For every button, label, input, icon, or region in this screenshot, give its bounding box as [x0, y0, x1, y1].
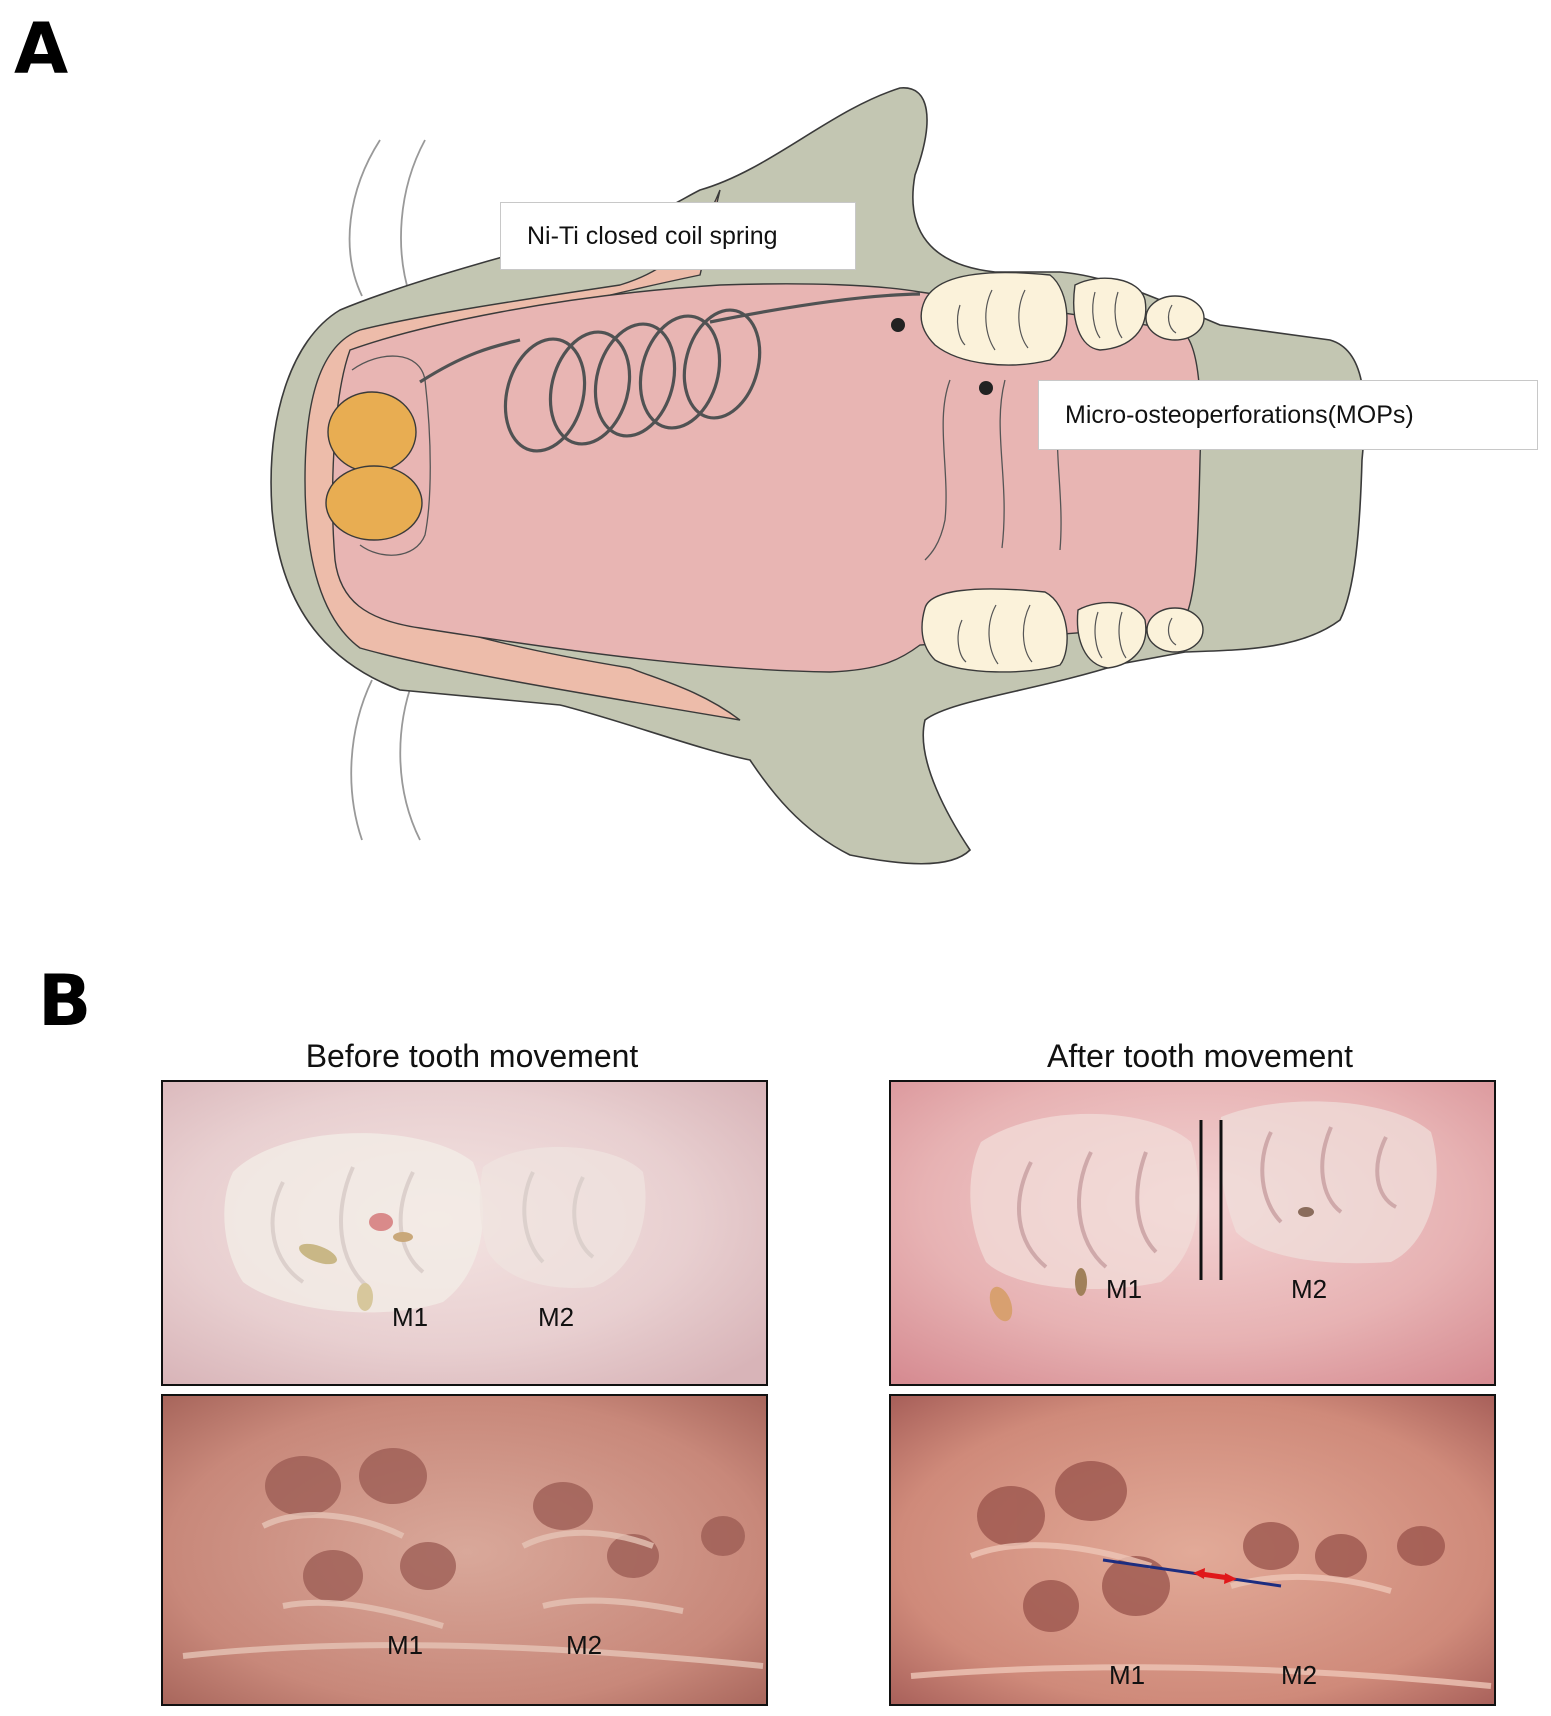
mop-dot-2 — [979, 381, 993, 395]
palate — [331, 283, 1202, 673]
label-m2: M2 — [566, 1630, 603, 1660]
label-m1: M1 — [387, 1630, 424, 1660]
incisor-socket — [351, 355, 431, 556]
after-tooth-movement-title: After tooth movement — [1047, 1038, 1353, 1074]
label-m1: M1 — [392, 1302, 429, 1332]
photo-before-model: M1 M2 — [161, 1394, 768, 1706]
rat-maxilla-diagram — [270, 87, 1366, 865]
photo-after-model: M1 M2 — [889, 1394, 1496, 1706]
coil-spring — [419, 292, 921, 453]
before-tooth-movement-title: Before tooth movement — [305, 1038, 639, 1074]
incisor-lower — [325, 465, 423, 541]
panel-b-letter: B — [38, 960, 92, 1042]
mop-dot-1 — [891, 318, 905, 332]
label-m1: M1 — [1106, 1274, 1143, 1304]
mops-callout: Micro-osteoperforations(MOPs) — [1038, 380, 1538, 450]
panel-a-letter: A — [14, 8, 69, 90]
incisor-upper — [327, 391, 417, 473]
whiskers — [348, 139, 426, 841]
photo-after-intraoral: M1 M2 — [889, 1080, 1496, 1386]
label-m1: M1 — [1109, 1660, 1146, 1690]
photo-before-intraoral: M1 M2 — [161, 1080, 768, 1386]
lower-molars — [921, 588, 1204, 673]
label-m2: M2 — [1281, 1660, 1318, 1690]
label-m2: M2 — [538, 1302, 575, 1332]
upper-molars — [920, 271, 1205, 366]
label-m2: M2 — [1291, 1274, 1328, 1304]
coil-spring-callout: Ni-Ti closed coil spring — [500, 202, 856, 270]
